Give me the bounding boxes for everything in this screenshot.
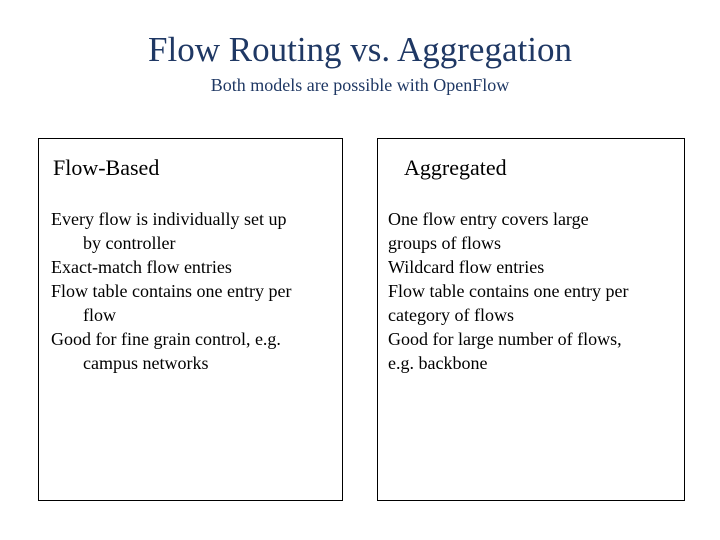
body-line: groups of flows — [388, 233, 501, 254]
body-line: campus networks — [83, 353, 209, 374]
body-line: Exact-match flow entries — [51, 257, 232, 278]
body-line: category of flows — [388, 305, 514, 326]
body-line: Good for fine grain control, e.g. — [51, 329, 281, 350]
aggregated-body: One flow entry covers large groups of fl… — [378, 207, 684, 375]
flow-based-panel: Flow-Based Every flow is individually se… — [38, 138, 343, 501]
flow-based-body: Every flow is individually set up by con… — [39, 207, 342, 375]
aggregated-panel: Aggregated One flow entry covers large g… — [377, 138, 685, 501]
slide-title: Flow Routing vs. Aggregation — [148, 30, 572, 69]
aggregated-heading: Aggregated — [404, 155, 507, 180]
body-line: Wildcard flow entries — [388, 257, 545, 278]
flow-based-heading: Flow-Based — [53, 155, 160, 180]
body-line: by controller — [83, 233, 176, 254]
body-line: Flow table contains one entry per — [388, 281, 629, 302]
slide-subtitle: Both models are possible with OpenFlow — [210, 75, 510, 96]
body-line: Every flow is individually set up — [51, 209, 287, 230]
body-line: Good for large number of flows, — [388, 329, 622, 350]
body-line: flow — [83, 305, 116, 326]
body-line: One flow entry covers large — [388, 209, 589, 230]
body-line: Flow table contains one entry per — [51, 281, 292, 302]
body-line: e.g. backbone — [388, 353, 488, 374]
